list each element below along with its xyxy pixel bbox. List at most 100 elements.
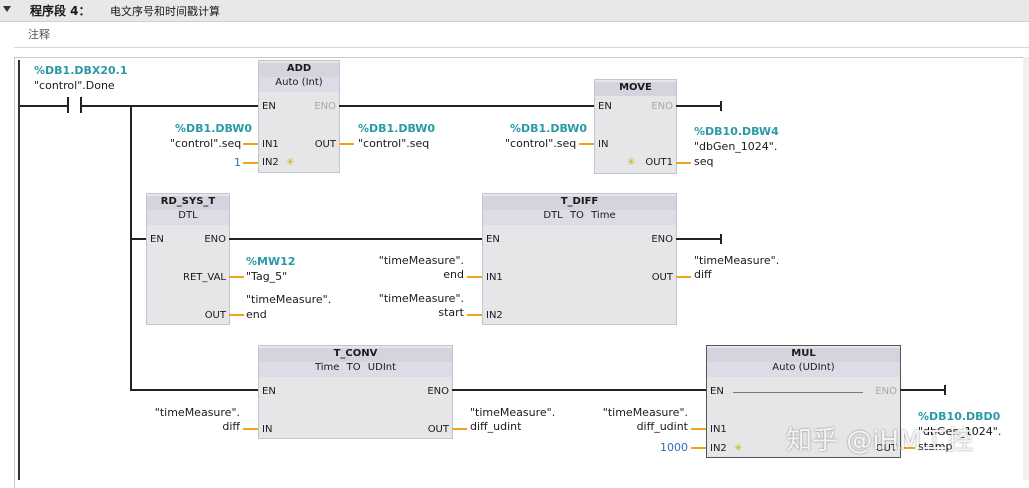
rdsys-eno-pin[interactable]: ENO <box>204 234 226 245</box>
tconv-in-line <box>243 428 258 430</box>
add-in2-value[interactable]: 1 <box>234 156 241 169</box>
add-in1-pin[interactable]: IN1 <box>262 139 279 150</box>
contact-right-bar[interactable] <box>80 97 82 113</box>
add-in1-operand[interactable]: "control".seq <box>170 137 242 150</box>
move-block-name: MOVE <box>595 82 676 96</box>
move-out-address: %DB10.DBW4 <box>694 125 779 138</box>
wire <box>130 389 258 391</box>
move-out-operand-1[interactable]: "dbGen_1024". <box>694 140 778 153</box>
rdsys-type-selector[interactable]: DTL <box>147 210 229 225</box>
tconv-type-1[interactable]: Time <box>314 362 340 373</box>
tdiff-type-2[interactable]: Time <box>591 210 616 221</box>
tdiff-type-selector[interactable]: DTL TO Time <box>483 210 676 225</box>
mul-out-pin[interactable]: OUT <box>875 443 897 454</box>
tconv-en-pin[interactable]: EN <box>262 386 276 397</box>
tdiff-in2-pin[interactable]: IN2 <box>486 310 503 321</box>
tdiff-type-1[interactable]: DTL <box>543 210 563 221</box>
tconv-type-2[interactable]: UDInt <box>367 362 397 373</box>
rdsys-block[interactable]: RD_SYS_T DTL EN ENO RET_VAL OUT <box>146 193 230 325</box>
contact-left-bar[interactable] <box>67 97 69 113</box>
add-in1-address: %DB1.DBW0 <box>175 122 253 135</box>
tconv-to-label: TO <box>346 362 361 373</box>
tdiff-in2-operand-2[interactable]: start <box>438 306 464 319</box>
mul-out-address: %DB10.DBD0 <box>918 410 1001 423</box>
tconv-block[interactable]: T_CONV Time TO UDInt EN ENO IN OUT <box>258 345 453 439</box>
tconv-block-name: T_CONV <box>259 348 452 362</box>
rdsys-out-operand-2[interactable]: end <box>246 308 267 321</box>
move-in-address: %DB1.DBW0 <box>510 122 588 135</box>
rdsys-block-name: RD_SYS_T <box>147 196 229 210</box>
add-in2-pin[interactable]: IN2 <box>262 157 279 168</box>
tconv-out-pin[interactable]: OUT <box>427 424 449 435</box>
wire <box>676 238 721 240</box>
contact-operand[interactable]: "control".Done <box>34 79 115 92</box>
tdiff-out-operand-2[interactable]: diff <box>694 268 712 281</box>
mul-in1-line <box>691 428 706 430</box>
add-input-star-icon[interactable]: ✳ <box>286 157 295 168</box>
tdiff-block[interactable]: T_DIFF DTL TO Time EN ENO IN1 OUT IN2 <box>482 193 677 325</box>
network-header[interactable]: 程序段 4： 电文序号和时间戳计算 <box>0 0 1029 22</box>
move-out1-pin[interactable]: OUT1 <box>645 157 673 168</box>
tdiff-en-pin[interactable]: EN <box>486 234 500 245</box>
tconv-in-operand-2[interactable]: diff <box>222 420 240 433</box>
tdiff-out-pin[interactable]: OUT <box>651 272 673 283</box>
tdiff-out-operand-1[interactable]: "timeMeasure". <box>694 254 780 267</box>
add-type-selector[interactable]: Auto (Int) <box>259 77 339 92</box>
rung-terminator <box>944 385 946 395</box>
move-eno-pin[interactable]: ENO <box>651 101 673 112</box>
tconv-in-pin[interactable]: IN <box>262 424 273 435</box>
mul-in1-pin[interactable]: IN1 <box>710 424 727 435</box>
tconv-eno-pin[interactable]: ENO <box>427 386 449 397</box>
mul-in1-operand-1[interactable]: "timeMeasure". <box>602 406 688 419</box>
move-block[interactable]: MOVE EN ENO IN ✳ OUT1 <box>594 79 677 174</box>
move-in-operand[interactable]: "control".seq <box>505 137 577 150</box>
divider <box>14 47 1029 48</box>
tdiff-in2-operand-1[interactable]: "timeMeasure". <box>378 292 464 305</box>
move-in-pin[interactable]: IN <box>598 139 609 150</box>
wire <box>229 238 482 240</box>
move-in-line <box>579 143 594 145</box>
add-out-pin[interactable]: OUT <box>314 139 336 150</box>
add-in2-line <box>243 162 258 164</box>
mul-input-star-icon[interactable]: ✳ <box>734 443 743 454</box>
mul-in2-value[interactable]: 1000 <box>660 441 688 454</box>
mul-block[interactable]: MUL Auto (UDInt) EN ENO IN1 IN2 ✳ OUT <box>706 345 901 458</box>
tdiff-eno-pin[interactable]: ENO <box>651 234 673 245</box>
mul-in1-operand-2[interactable]: diff_udint <box>636 420 688 433</box>
collapse-triangle-icon[interactable] <box>3 6 11 12</box>
wire <box>900 389 945 391</box>
tdiff-in1-operand-2[interactable]: end <box>443 268 464 281</box>
mul-eno-pin[interactable]: ENO <box>875 386 897 397</box>
tdiff-block-name: T_DIFF <box>483 196 676 210</box>
move-out-operand-2[interactable]: seq <box>694 155 714 168</box>
ladder-network <box>14 57 1029 488</box>
mul-en-pin[interactable]: EN <box>710 386 724 397</box>
mul-out-operand-1[interactable]: "dbGen_1024". <box>918 425 1002 438</box>
network-subtitle[interactable]: 电文序号和时间戳计算 <box>110 5 220 18</box>
rdsys-out-pin[interactable]: OUT <box>204 310 226 321</box>
rdsys-out-operand-1[interactable]: "timeMeasure". <box>246 293 332 306</box>
rdsys-retval-pin[interactable]: RET_VAL <box>183 272 226 283</box>
network-comment[interactable]: 注释 <box>28 28 50 41</box>
mul-type-selector[interactable]: Auto (UDInt) <box>707 362 900 377</box>
add-out-operand[interactable]: "control".seq <box>358 137 430 150</box>
tconv-out-operand-1[interactable]: "timeMeasure". <box>470 406 556 419</box>
mul-in2-pin[interactable]: IN2 <box>710 443 727 454</box>
add-out-address: %DB1.DBW0 <box>358 122 436 135</box>
tconv-out-operand-2[interactable]: diff_udint <box>470 420 522 433</box>
mul-out-operand-2[interactable]: stamp <box>918 440 953 453</box>
move-output-star-icon[interactable]: ✳ <box>627 157 636 168</box>
add-block[interactable]: ADD Auto (Int) EN ENO IN1 OUT IN2 ✳ <box>258 60 340 173</box>
add-eno-pin[interactable]: ENO <box>314 101 336 112</box>
tconv-in-operand-1[interactable]: "timeMeasure". <box>154 406 240 419</box>
scrollbar[interactable] <box>1023 57 1029 480</box>
add-en-pin[interactable]: EN <box>262 101 276 112</box>
tdiff-in1-operand-1[interactable]: "timeMeasure". <box>378 254 464 267</box>
tdiff-in1-pin[interactable]: IN1 <box>486 272 503 283</box>
move-en-pin[interactable]: EN <box>598 101 612 112</box>
tconv-type-selector[interactable]: Time TO UDInt <box>259 362 452 377</box>
rdsys-retval-operand[interactable]: "Tag_5" <box>246 270 288 283</box>
move-out-line <box>676 162 691 164</box>
tdiff-in2-line <box>467 314 482 316</box>
rdsys-en-pin[interactable]: EN <box>150 234 164 245</box>
